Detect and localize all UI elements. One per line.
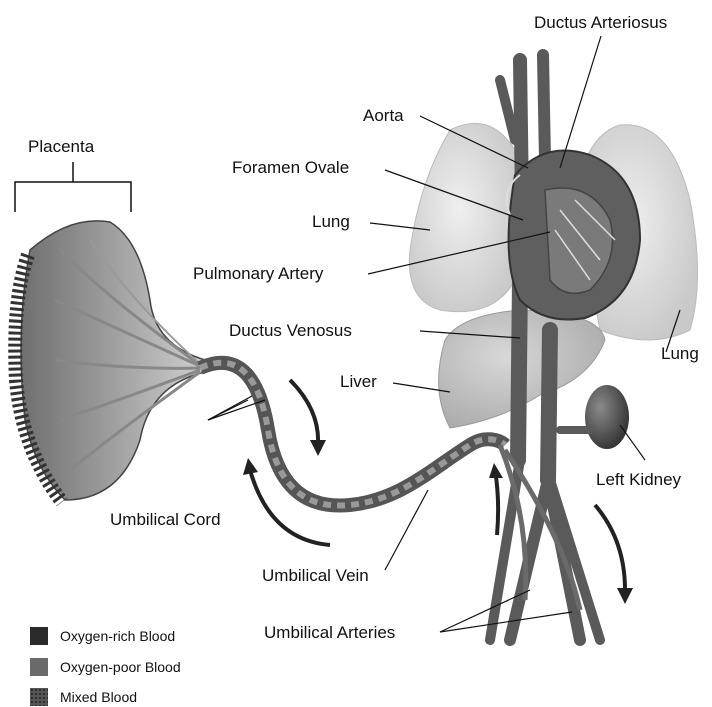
lung-left-shape	[409, 123, 520, 311]
label-pulmonary-artery: Pulmonary Artery	[193, 264, 323, 284]
label-lung-left: Lung	[312, 212, 350, 232]
label-foramen-ovale: Foramen Ovale	[232, 158, 349, 178]
legend-label-mixed: Mixed Blood	[60, 689, 137, 705]
label-umbilical-vein: Umbilical Vein	[262, 566, 369, 586]
legend-swatch-oxygen-rich	[30, 627, 48, 645]
label-umbilical-arteries: Umbilical Arteries	[264, 623, 395, 643]
label-liver: Liver	[340, 372, 377, 392]
legend-label-oxygen-rich: Oxygen-rich Blood	[60, 628, 175, 644]
label-placenta: Placenta	[28, 137, 94, 157]
label-ductus-arteriosus: Ductus Arteriosus	[534, 13, 667, 33]
legend-swatch-oxygen-poor	[30, 658, 48, 676]
label-lung-right: Lung	[661, 344, 699, 364]
placenta-illustration	[15, 221, 205, 502]
heart-illustration	[507, 151, 640, 320]
label-ductus-venosus: Ductus Venosus	[229, 321, 352, 341]
kidney-shape	[585, 385, 629, 449]
label-left-kidney: Left Kidney	[596, 470, 681, 490]
label-umbilical-cord: Umbilical Cord	[110, 510, 221, 530]
placenta-bracket	[15, 162, 131, 212]
legend-label-oxygen-poor: Oxygen-poor Blood	[60, 659, 181, 675]
label-aorta: Aorta	[363, 106, 404, 126]
legend-swatch-mixed	[30, 688, 48, 706]
